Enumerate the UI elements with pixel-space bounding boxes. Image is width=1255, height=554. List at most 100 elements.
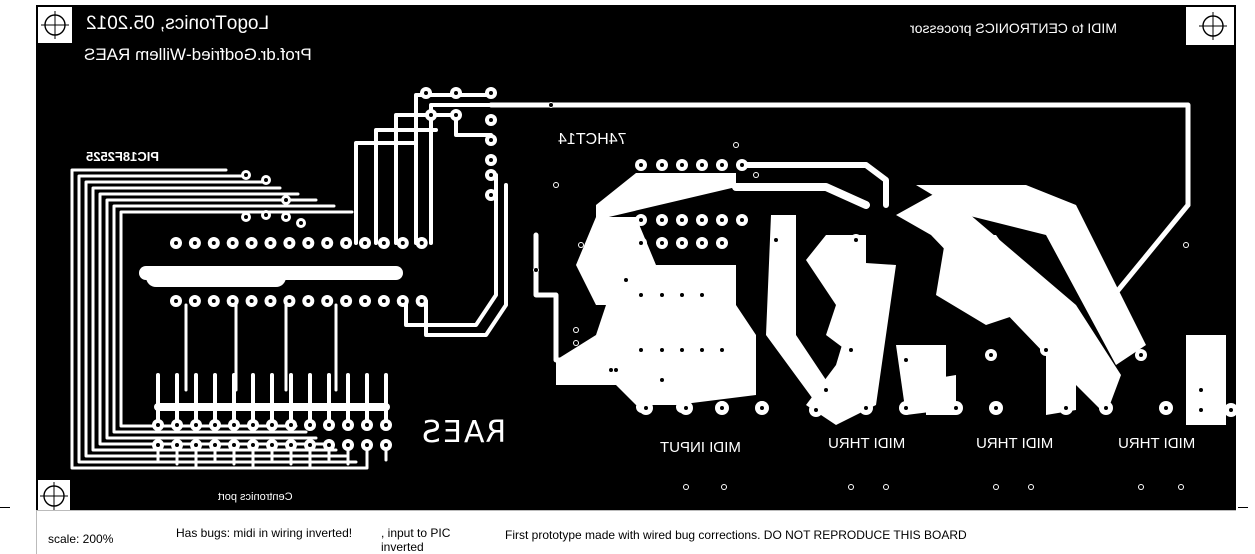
drill-hole <box>1164 406 1168 410</box>
drill-hole <box>284 215 288 219</box>
drill-hole <box>700 241 704 245</box>
drill-hole <box>363 241 367 245</box>
ic-label-74hct14: 74HCT14 <box>558 131 627 148</box>
drill-hole <box>904 358 908 362</box>
drill-hole <box>954 406 958 410</box>
drill-hole <box>489 158 493 162</box>
drill-hole <box>639 163 643 167</box>
drill-hole <box>419 299 424 303</box>
drill-hole <box>194 443 198 447</box>
drill-hole <box>325 241 330 245</box>
drill-hole <box>644 406 648 410</box>
copper-trace <box>739 162 889 208</box>
copper-pour <box>556 305 756 405</box>
drill-hole <box>489 118 493 122</box>
drill-hole <box>684 485 688 489</box>
drill-hole <box>287 241 292 245</box>
registration-mark-bottom-left <box>38 480 70 510</box>
drill-hole <box>734 143 738 147</box>
drill-hole <box>454 91 458 95</box>
copper-trace <box>732 183 870 209</box>
drill-hole <box>211 241 216 245</box>
drill-hole <box>489 193 493 197</box>
drill-hole <box>306 241 311 245</box>
drill-hole <box>680 241 684 245</box>
drill-hole <box>994 485 998 489</box>
drill-hole <box>740 218 744 222</box>
registration-mark-top-left <box>38 7 72 43</box>
connector-label-midi-thru-3: MIDI THRU <box>1118 435 1196 452</box>
drill-hole <box>754 173 758 177</box>
copper-trace <box>429 103 493 245</box>
copper-trace <box>77 174 358 464</box>
midi-thru-trace <box>766 215 836 410</box>
drill-hole <box>680 163 684 167</box>
drill-hole <box>289 443 293 447</box>
cut-mark-left <box>0 507 10 508</box>
drill-hole <box>720 163 724 167</box>
drill-hole <box>268 299 273 303</box>
copper-trace <box>1103 202 1191 308</box>
copper-trace <box>112 204 336 434</box>
drill-hole <box>306 299 311 303</box>
drill-hole <box>308 423 312 427</box>
project-title: MIDI to CENTRONICS processor <box>910 20 1117 36</box>
drill-hole <box>211 299 216 303</box>
copper-trace <box>404 173 498 327</box>
drill-hole <box>534 268 538 272</box>
drill-hole <box>264 178 268 182</box>
drill-hole <box>720 218 724 222</box>
drill-hole <box>489 173 493 177</box>
drill-hole <box>849 348 853 352</box>
drill-hole <box>424 91 428 95</box>
drill-hole <box>284 198 288 202</box>
power-trace <box>488 102 1191 208</box>
connector-label-midi-thru-2: MIDI THRU <box>976 435 1054 452</box>
drill-hole <box>299 221 303 225</box>
input-pic-note-1: , input to PIC <box>381 526 451 540</box>
drill-hole <box>192 299 197 303</box>
drill-hole <box>1199 408 1203 412</box>
drill-hole <box>579 243 583 247</box>
drill-hole <box>660 293 664 297</box>
ic-label-pic: PIC18F2525 <box>86 149 159 164</box>
drill-hole <box>574 341 578 345</box>
drill-hole <box>384 443 388 447</box>
drill-hole <box>344 299 349 303</box>
drill-hole <box>1044 348 1048 352</box>
drill-hole <box>363 299 367 303</box>
drill-hole <box>287 299 292 303</box>
drill-hole <box>639 293 643 297</box>
drill-hole <box>989 353 993 357</box>
drill-hole <box>1199 388 1203 392</box>
drill-hole <box>639 218 643 222</box>
drill-hole <box>740 163 744 167</box>
drill-hole <box>994 406 998 410</box>
baseline-rule <box>36 510 1236 511</box>
copper-trace <box>414 93 493 245</box>
board-title-line-1: LogoTronics, 05.2012 <box>86 13 270 34</box>
drill-hole <box>268 241 273 245</box>
drill-hole <box>244 215 248 219</box>
drill-hole <box>381 299 386 303</box>
drill-hole <box>156 443 160 447</box>
copper-pour <box>926 375 956 415</box>
cut-mark-right <box>1238 507 1248 508</box>
input-pic-note-2: inverted <box>381 540 424 554</box>
drill-hole <box>344 241 349 245</box>
copper-trace <box>184 303 338 392</box>
drill-hole <box>230 299 235 303</box>
midi-thru-trace <box>916 185 1146 365</box>
bug-note: Has bugs: midi in wiring inverted! <box>176 526 353 540</box>
drill-hole <box>1029 485 1033 489</box>
drill-hole <box>700 293 704 297</box>
drill-hole <box>1064 406 1068 410</box>
copper-pour <box>576 217 736 305</box>
drill-hole <box>249 299 254 303</box>
drill-hole <box>884 485 888 489</box>
drill-hole <box>1229 408 1233 412</box>
drill-hole <box>639 241 643 245</box>
copper-trace <box>374 128 438 245</box>
midi-thru-trace <box>1046 345 1076 415</box>
drill-hole <box>1179 485 1183 489</box>
